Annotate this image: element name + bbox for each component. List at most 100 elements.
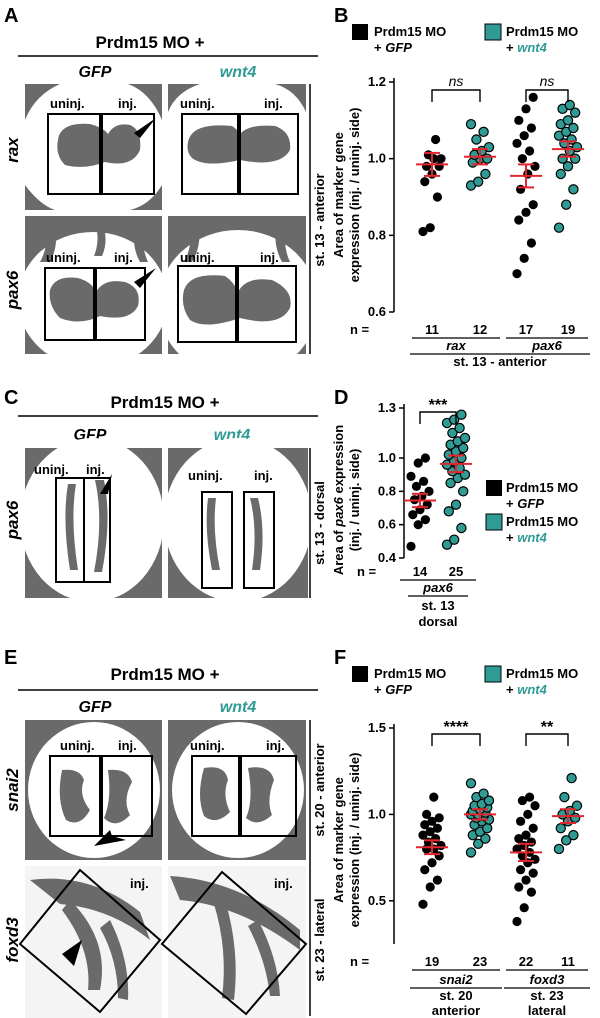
- data-point: [411, 481, 421, 491]
- n-value: 22: [519, 954, 533, 969]
- group-label: pax6: [422, 580, 453, 595]
- legend-gfp-line: + GFP: [374, 40, 412, 55]
- data-point: [521, 104, 531, 114]
- panel-e-stage-label-top: st. 20 - anterior: [312, 743, 327, 836]
- data-point: [413, 458, 423, 468]
- image-foxd3-wnt4: [160, 866, 308, 1018]
- stage-label: anterior: [432, 1003, 480, 1018]
- panel-f-ylabel-line2: expression (inj. / uninj. side): [347, 753, 362, 928]
- panel-e-gfp-label: GFP: [79, 699, 112, 716]
- data-point: [528, 868, 538, 878]
- data-point: [514, 115, 524, 125]
- data-point: [465, 847, 477, 858]
- data-point: [406, 471, 416, 481]
- data-point: [517, 795, 528, 806]
- data-point: [564, 99, 576, 111]
- data-point: [523, 809, 533, 820]
- panel-e-header: Prdm15 MO +: [110, 665, 219, 684]
- stage-label: st. 20: [439, 988, 472, 1003]
- y-tick-label: 0.4: [378, 550, 397, 565]
- legend-mo-label: Prdm15 MO: [374, 666, 446, 681]
- data-point: [420, 515, 430, 525]
- data-point: [483, 141, 495, 153]
- data-point: [458, 442, 469, 454]
- panel-letter-b: B: [334, 5, 348, 27]
- image-pax6-wnt4: [158, 216, 318, 378]
- data-point: [512, 269, 522, 279]
- data-point: [514, 882, 524, 892]
- pax6-dorsal-wnt4-uninj-label: uninj.: [188, 468, 223, 483]
- panel-letter-a: A: [4, 5, 18, 27]
- data-point: [408, 510, 418, 520]
- snai2-gfp-uninj-label: uninj.: [60, 738, 95, 753]
- data-point: [427, 816, 437, 826]
- panel-e-stage-label-bottom: st. 23 - lateral: [312, 898, 327, 981]
- data-point: [521, 207, 531, 217]
- data-point: [483, 795, 495, 806]
- panel-c-header: Prdm15 MO +: [110, 393, 219, 412]
- data-point: [525, 146, 535, 156]
- data-point: [443, 506, 454, 517]
- data-point: [458, 486, 469, 497]
- n-value: 23: [473, 954, 487, 969]
- data-point: [478, 788, 489, 799]
- legend-wnt4-line: + wnt4: [506, 40, 548, 55]
- panel-letter-c: C: [4, 387, 18, 409]
- data-point: [431, 134, 441, 145]
- data-point: [526, 123, 537, 133]
- data-point: [465, 118, 477, 130]
- data-point: [519, 253, 529, 263]
- data-point: [473, 838, 484, 849]
- legend-mo-label: Prdm15 MO: [506, 24, 578, 39]
- data-point: [512, 916, 522, 927]
- arrowhead-icon: [62, 940, 82, 966]
- data-point: [528, 200, 538, 210]
- panel-b-ylabel-line1: Area of marker gene: [331, 132, 346, 258]
- snai2-gfp-inj-label: inj.: [118, 738, 137, 753]
- data-point: [436, 154, 446, 164]
- data-point: [516, 865, 526, 875]
- y-tick-label: 1.0: [368, 151, 386, 166]
- rax-gfp-uninj-label: uninj.: [50, 96, 85, 111]
- panel-letter-d: D: [334, 387, 348, 409]
- n-value: 19: [425, 954, 439, 969]
- data-point: [473, 176, 484, 187]
- data-point: [553, 222, 565, 233]
- data-point: [432, 192, 442, 202]
- snai2-wnt4-inj-label: inj.: [266, 738, 285, 753]
- data-point: [420, 820, 430, 830]
- arrowhead-icon: [134, 118, 156, 138]
- legend-gfp-line: + GFP: [374, 682, 412, 697]
- group-label: foxd3: [530, 972, 565, 987]
- data-point: [517, 851, 528, 861]
- legend-wnt4-line: + wnt4: [506, 682, 548, 697]
- data-point: [480, 833, 491, 844]
- data-point: [450, 499, 462, 510]
- y-tick-label: 1.0: [368, 806, 386, 821]
- data-point: [420, 453, 430, 463]
- legend-mo-label: Prdm15 MO: [506, 514, 578, 529]
- panel-b-n-label: n =: [350, 322, 370, 337]
- row-label-snai2: snai2: [3, 768, 22, 812]
- data-point: [528, 92, 538, 102]
- data-point: [570, 107, 581, 118]
- panel-f-ylabel-line1: Area of marker gene: [331, 777, 346, 903]
- data-point: [427, 858, 437, 868]
- data-point: [530, 801, 540, 811]
- data-point: [561, 835, 572, 846]
- data-point: [525, 792, 535, 802]
- significance-label: ns: [540, 73, 555, 89]
- image-pax6-dorsal-wnt4: [164, 438, 312, 602]
- rax-gfp-inj-label: inj.: [118, 96, 137, 111]
- data-point: [422, 809, 432, 820]
- panel-f-n-label: n =: [350, 954, 370, 969]
- n-value: 11: [425, 322, 439, 337]
- image-rax-wnt4: [168, 84, 306, 210]
- stage-label: dorsal: [418, 614, 457, 629]
- rax-wnt4-inj-label: inj.: [264, 96, 283, 111]
- row-label-rax: rax: [3, 136, 22, 163]
- data-point: [420, 865, 430, 875]
- y-tick-label: 1.3: [378, 400, 396, 415]
- data-point: [519, 903, 529, 913]
